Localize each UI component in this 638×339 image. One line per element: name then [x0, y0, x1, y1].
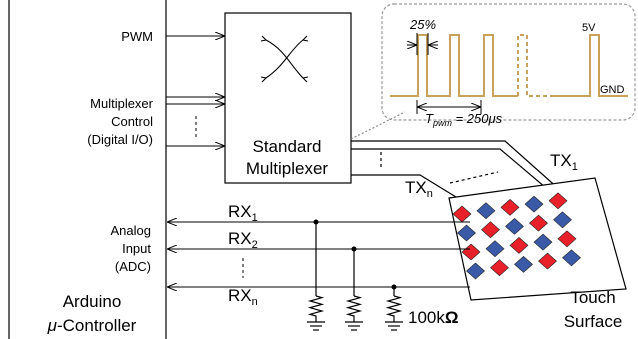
analog-label-1: Analog [111, 223, 151, 238]
rx-pad [533, 233, 553, 251]
waveform-callout [381, 3, 636, 121]
arduino-name-1: Arduino [63, 292, 122, 311]
rx1-label: RX1 [228, 202, 258, 224]
tx-pad [490, 259, 509, 277]
mux-control-label-1: Multiplexer [90, 96, 154, 111]
pulldown-resistors [307, 219, 403, 331]
multiplexer-label-2: Multiplexer [246, 159, 329, 178]
arduino-block [8, 0, 167, 339]
tx-pad [538, 252, 557, 270]
touch-label-1: Touch [570, 288, 615, 307]
touch-pads [452, 192, 581, 280]
rx-pad [524, 195, 544, 213]
tx-pad [548, 192, 568, 210]
tx-pad [481, 221, 500, 239]
waveform [390, 34, 628, 97]
rx-pad [466, 262, 485, 280]
voltage-label: 5V [582, 22, 596, 34]
rx-pad [485, 240, 505, 258]
rxn-label: RXn [228, 286, 258, 308]
period-label: Tpwm = 250μs [425, 111, 503, 128]
ground-label: GND [600, 84, 625, 96]
swap-icon [260, 35, 309, 83]
tx-pad [500, 198, 520, 216]
tx1-label: TX1 [550, 151, 578, 173]
analog-label-3: (ADC) [115, 259, 151, 274]
rx-pad [562, 249, 581, 267]
tx1-wire-b [351, 148, 553, 194]
tx-pad [557, 230, 577, 248]
duty-cycle-label: 25% [409, 17, 436, 32]
txn-wire [351, 174, 457, 198]
multiplexer-block [224, 12, 352, 184]
pwm-label: PWM [121, 29, 153, 44]
rx-pad [457, 224, 476, 242]
rx-pad [514, 255, 533, 273]
touch-label-2: Surface [564, 312, 623, 331]
resistor-symbol [345, 295, 363, 322]
arduino-name-2: μ-Controller [47, 316, 137, 335]
analog-label-2: Input [122, 241, 151, 256]
rx2-label: RX2 [228, 229, 258, 251]
tx1-wire-a [351, 140, 561, 191]
rx-pad [505, 217, 524, 235]
mux-control-label-3: (Digital I/O) [87, 132, 153, 147]
mux-control-label-2: Control [111, 114, 153, 129]
resistor-symbol [385, 295, 403, 322]
rx-pad [476, 202, 496, 220]
multiplexer-label-1: Standard [253, 137, 322, 156]
txn-label: TXn [405, 178, 433, 200]
resistor-value-label: 100kΩ [408, 308, 459, 327]
tx-pad [509, 236, 529, 254]
rx-pad [553, 211, 572, 229]
resistor-symbol [307, 295, 325, 322]
tx-pad [529, 214, 548, 232]
